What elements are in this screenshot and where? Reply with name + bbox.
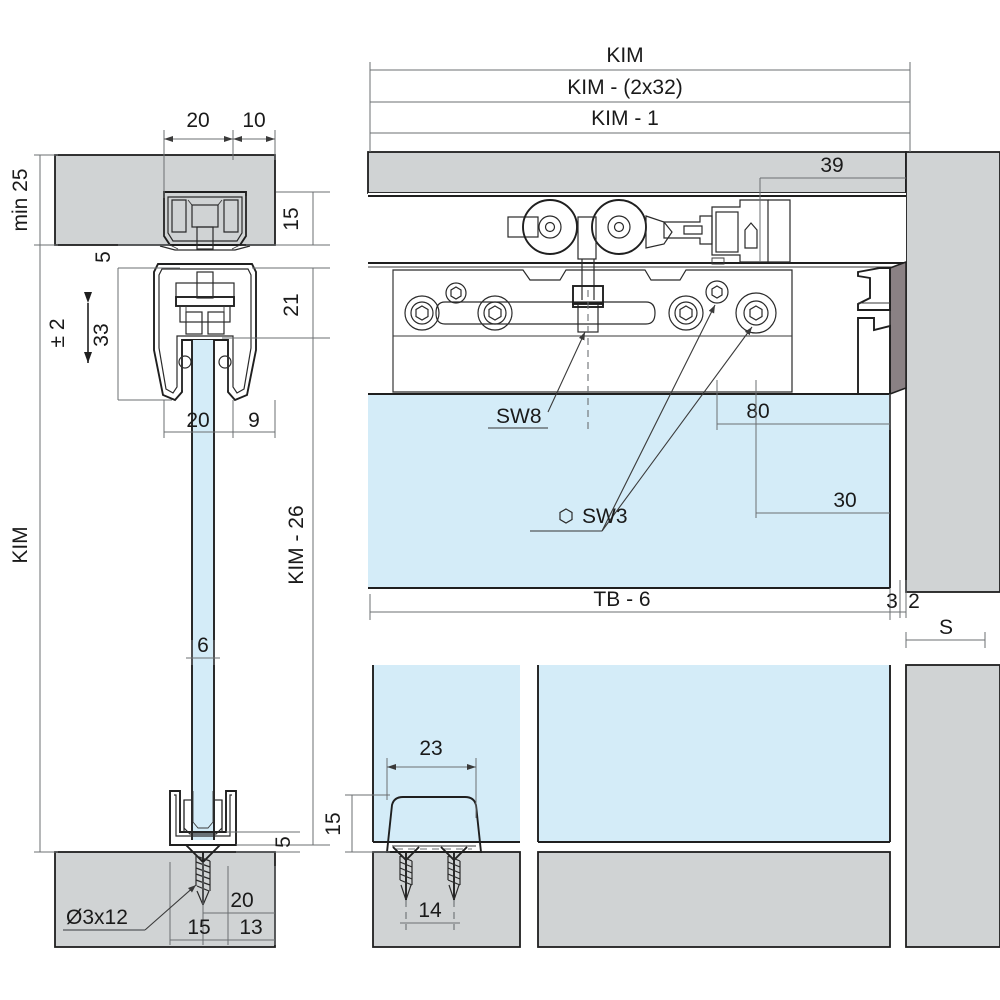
bottom-dim-15: 15 [322, 794, 390, 853]
right-clamp-rail-plate [392, 269, 793, 393]
left-dim-20-10: 20 10 [163, 109, 276, 198]
left-dim-5-bottom: 5 [226, 831, 300, 853]
left-dim-5-label: 5 [92, 251, 115, 263]
left-dim-9-label: 9 [248, 409, 260, 432]
right-ceiling-slab [367, 151, 907, 194]
right-dim-39-label: 39 [820, 154, 843, 177]
right-dim-80-label: 80 [746, 400, 769, 423]
left-dim-13-label: 13 [239, 916, 262, 939]
left-glass-clamp-profile [153, 263, 257, 402]
left-dim-pm2-label: ± 2 [46, 318, 69, 347]
left-screw-label: Ø3x12 [66, 906, 128, 929]
bottom-floor-slabs [372, 664, 1000, 948]
left-dim-21-label: 21 [280, 293, 303, 316]
right-wall-jamb [905, 151, 1000, 593]
bottom-floor-guide-block [385, 796, 483, 853]
left-dim-min25-label: min 25 [9, 168, 32, 231]
right-glass-pane-upper [368, 393, 891, 589]
right-dim-30-label: 30 [833, 489, 856, 512]
right-dim-tb6-label: TB - 6 [593, 588, 650, 611]
left-dim-15-label: 15 [280, 207, 303, 230]
left-dim-6-label: 6 [197, 634, 209, 657]
left-top-rail-profile [159, 191, 251, 251]
left-dim-20-lower-label: 20 [186, 409, 209, 432]
right-dim-80: 80 [716, 380, 891, 430]
right-dim-s: S [905, 616, 986, 648]
left-glass-pane-upper [191, 340, 215, 840]
hex-socket-icon [477, 295, 513, 331]
left-dim-10-label: 10 [242, 109, 265, 132]
bottom-dim-14: 14 [400, 899, 460, 930]
roller-wheel-icon [522, 199, 578, 255]
hex-socket-icon [735, 292, 777, 334]
bottom-dim-15-label: 15 [322, 812, 345, 835]
bottom-dim-23: 23 [386, 737, 477, 818]
left-dim-20-label: 20 [186, 109, 209, 132]
left-dim-15-bottom-label: 15 [187, 916, 210, 939]
sw3-callout: SW3 [530, 304, 753, 532]
left-dim-min25: min 25 [9, 154, 58, 246]
right-track-band [368, 193, 906, 268]
roller-carriage-assembly [507, 199, 791, 300]
left-dim-20-15-13: 20 15 13 [169, 862, 276, 945]
left-dim-kim-label: KIM [9, 526, 32, 563]
left-dim-plusminus2: ± 2 [46, 292, 92, 363]
left-dim-kim26-label: KIM - 26 [285, 505, 308, 584]
right-dim-30: 30 [755, 380, 890, 518]
right-dim-kim1-label: KIM - 1 [591, 107, 659, 130]
right-dim-3-2: 3 2 [886, 580, 920, 618]
right-end-jamb-profile [857, 260, 907, 396]
left-dim-5-top: 5 [92, 244, 180, 269]
left-screw-callout: Ø3x12 [63, 884, 197, 931]
left-dim-20-bottom-label: 20 [230, 889, 253, 912]
hex-socket-icon [445, 282, 467, 304]
right-dim-s-label: S [939, 616, 953, 639]
left-dim-33-label: 33 [90, 323, 113, 346]
left-dim-kim: KIM [9, 155, 58, 853]
sw3-label: SW3 [582, 505, 628, 528]
right-dim-kim-label: KIM [606, 44, 643, 67]
bottom-dim-23-label: 23 [419, 737, 442, 760]
left-dim-15-21: 15 21 [222, 191, 330, 339]
bottom-dim-14-label: 14 [418, 899, 442, 922]
left-dim-20-9: 20 9 [163, 400, 276, 438]
sw8-label: SW8 [496, 405, 542, 428]
right-dim-kim2x32-label: KIM - (2x32) [567, 76, 683, 99]
right-dim-39: 39 [759, 154, 906, 262]
left-dim-6: 6 [186, 634, 220, 665]
left-dim-33: 33 [90, 268, 172, 401]
bottom-glass-panes [372, 665, 891, 843]
sw8-callout: SW8 [488, 290, 589, 430]
right-dim-tb6: TB - 6 [369, 588, 906, 620]
left-dim-kim-26: KIM - 26 [236, 338, 330, 846]
hex-socket-icon [668, 295, 704, 331]
hex-socket-icon [559, 508, 573, 524]
right-dim-3-label: 3 [886, 590, 898, 613]
left-dim-5-bottom-label: 5 [272, 836, 295, 848]
hex-socket-icon [404, 295, 440, 331]
right-dim-2-label: 2 [908, 590, 920, 613]
hex-socket-icon [705, 280, 729, 304]
left-floor-guide-profile [169, 790, 237, 864]
right-dim-kim-stack: KIM KIM - (2x32) KIM - 1 [369, 44, 911, 152]
